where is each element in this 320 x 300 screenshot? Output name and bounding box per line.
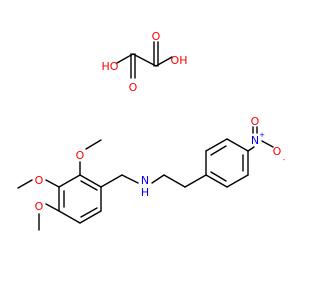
methoxy-o1-label: O (76, 149, 85, 162)
bond-n-ch2 (151, 174, 165, 184)
amine-h-label: H (141, 186, 149, 199)
oxalic-o-top-label: O (152, 30, 161, 43)
ring-a-bond-5 (79, 210, 102, 224)
bond-ch2-ch2 (163, 174, 186, 188)
bond-ring-ch2 (100, 174, 123, 188)
ring-b-bond-6 (205, 174, 228, 188)
ring-b-bond-2 (205, 138, 228, 152)
nitro-o-charge: - (283, 156, 286, 164)
oxalic-ho-label: HO (102, 60, 119, 73)
bond-nitro-o-right (261, 140, 274, 148)
oxalic-acid: HO OH O O (102, 30, 188, 94)
bond-o1-me (85, 139, 102, 150)
ring-a-bond-4 (58, 210, 81, 224)
ring-a-bond-2 (58, 174, 81, 188)
amine-n-label: N (141, 174, 149, 187)
ring-b-double-3 (210, 171, 227, 182)
bond-ch2-n (121, 174, 139, 184)
oxalic-oh-label: OH (171, 54, 188, 67)
ring-b-bond-5 (226, 174, 249, 188)
nitrophenyl-ring: N + O O - (205, 115, 286, 188)
ring-a-bond-1 (79, 174, 102, 188)
ring-b-double-1 (210, 145, 227, 156)
trimethoxyphenyl-ring: O O O (17, 139, 102, 231)
ring-a-double-1 (80, 180, 98, 191)
methoxy-o2-label: O (35, 174, 44, 187)
ring-b-bond-3 (226, 138, 249, 152)
bond-o2-me (17, 179, 33, 189)
amine-linker: N H (100, 174, 207, 199)
nitro-n-label: N (251, 134, 259, 147)
nitro-n-charge: + (259, 131, 265, 139)
bond-c1-c2 (132, 53, 157, 67)
nitro-o-top-label: O (251, 115, 260, 128)
oxalic-o-bottom-label: O (129, 81, 138, 94)
methoxy-o3-label: O (35, 200, 44, 213)
structure-canvas: HO OH O O O O O N H (17, 30, 286, 231)
bond-ring-o2 (45, 179, 60, 188)
chemical-structure-diagram: HO OH O O O O O N H (17, 30, 286, 231)
nitro-o-right-label: O (273, 145, 282, 158)
bond-ring-nitro-n (247, 146, 255, 152)
bond-ring-o3 (45, 203, 60, 212)
ring-a-double-3 (80, 207, 98, 218)
bond-ch2-ring (184, 174, 207, 188)
